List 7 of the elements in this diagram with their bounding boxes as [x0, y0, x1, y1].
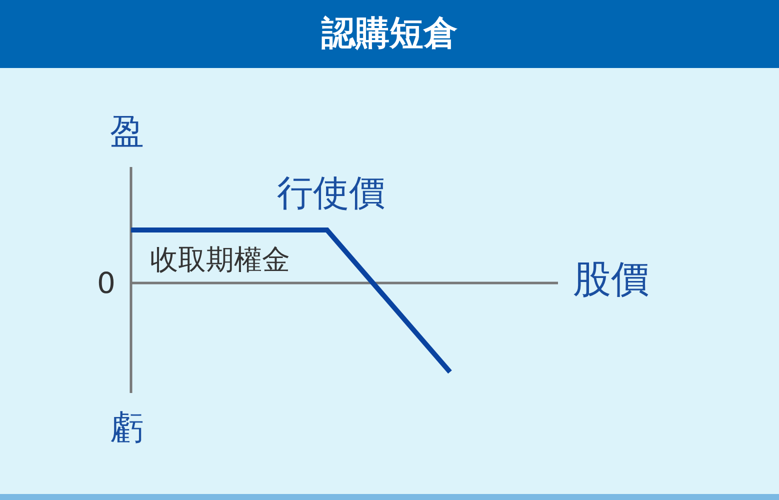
title: 認購短倉	[322, 15, 458, 53]
zero-label: 0	[97, 269, 116, 298]
strike-label: 行使價	[277, 176, 385, 212]
premium-label: 收取期權金	[150, 246, 290, 274]
axis-label: 股價	[573, 260, 649, 298]
axis-label: 虧	[110, 411, 144, 445]
axis-label: 盈	[110, 115, 144, 149]
